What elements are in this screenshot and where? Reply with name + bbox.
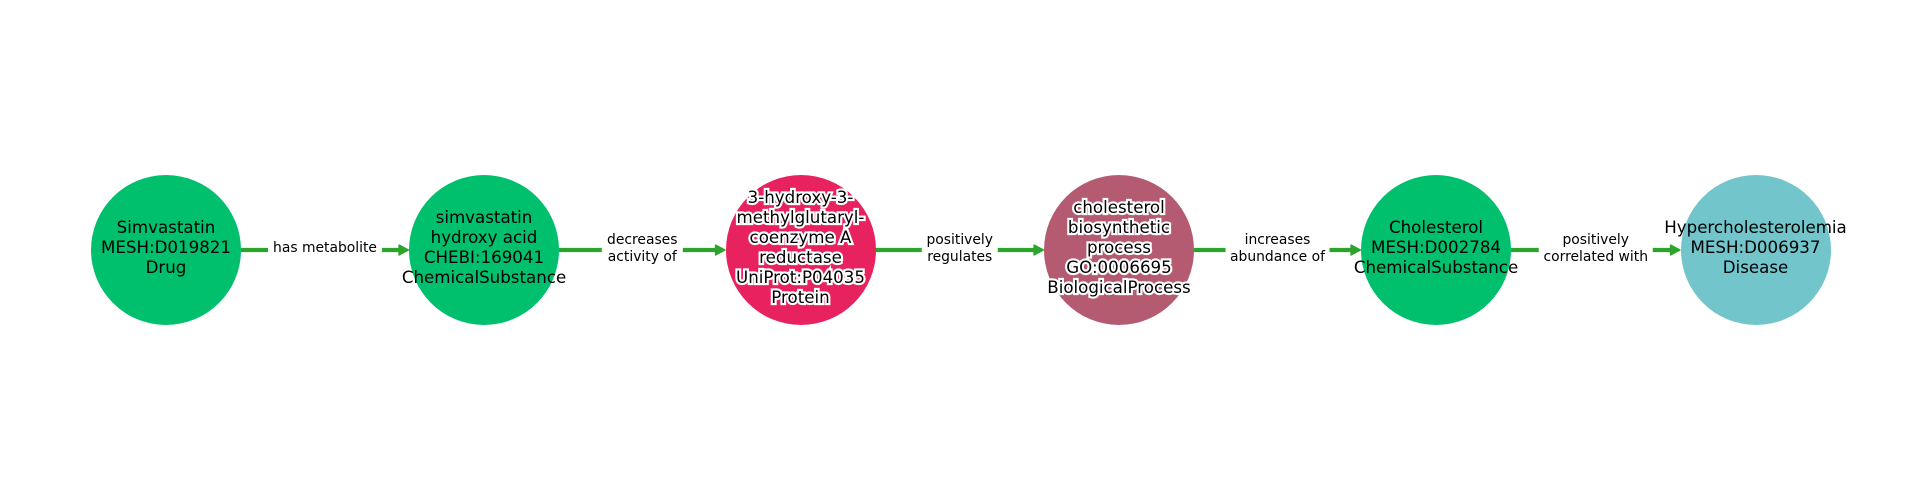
node-label-line: methylglutaryl- (734, 206, 866, 229)
edge-label-has-metabolite: has metabolite (268, 236, 382, 261)
edge-label-line: increases (1244, 231, 1311, 248)
node-label-line: process (1085, 236, 1153, 259)
node-label-line: BiologicalProcess (1047, 278, 1191, 297)
node-label-line: UniProt:P04035 (736, 268, 865, 287)
edge-label-line: positively (1562, 231, 1629, 248)
edge-label-line: regulates (927, 248, 993, 265)
arrowhead-icon (714, 244, 726, 256)
node-label-line: CHEBI:169041 (423, 248, 545, 267)
edge-label-line: activity of (607, 248, 677, 265)
arrowhead-icon (1669, 244, 1681, 256)
node-label-line: cholesterol (1073, 198, 1165, 217)
node-label-line: biosynthetic (1067, 218, 1171, 237)
node-label-line: BiologicalProcess (1045, 276, 1193, 299)
edge-label-line: abundance of (1230, 248, 1325, 265)
node-label-line: biosynthetic (1066, 216, 1172, 239)
node-label-line: Cholesterol (1389, 218, 1484, 237)
node-label-line: Disease (1722, 258, 1789, 277)
node-label-line: coenzyme A (749, 228, 852, 247)
node-label-line: Simvastatin (116, 218, 216, 237)
arrowhead-icon (398, 244, 410, 256)
node-label-line: Drug (145, 258, 187, 277)
node-label-line: Protein (771, 288, 830, 307)
node-label-line: MESH:D019821 (100, 238, 231, 257)
node-label-line: UniProt:P04035 (734, 266, 867, 289)
edge-label-line: has metabolite (273, 240, 377, 257)
arrowhead-icon (1033, 244, 1045, 256)
arrowhead-icon (1350, 244, 1362, 256)
node-label-line: ChemicalSubstance (1353, 258, 1519, 277)
edge-label-line: decreases (607, 231, 678, 248)
node-label-line: hydroxy acid (430, 228, 538, 247)
node-label-line: process (1086, 238, 1151, 257)
node-label-line: MESH:D002784 (1371, 238, 1502, 257)
node-label-line: Hypercholesterolemia (1664, 218, 1847, 237)
node-label-line: reductase (759, 248, 842, 267)
node-label-line: 3-hydroxy-3- (745, 186, 855, 209)
node-label-line: Protein (769, 286, 832, 309)
node-label-line: coenzyme A (747, 226, 853, 249)
node-label-line: cholesterol (1071, 196, 1167, 219)
node-label-line: 3-hydroxy-3- (747, 188, 854, 207)
node-label-line: MESH:D006937 (1690, 238, 1821, 257)
node-label-line: reductase (757, 246, 844, 269)
node-label-line: GO:0006695 (1066, 258, 1172, 277)
node-label-line: ChemicalSubstance (401, 268, 567, 287)
edge-label-line: positively (926, 231, 994, 248)
node-label-line: simvastatin (435, 208, 533, 227)
edge-label-line: correlated with (1543, 248, 1649, 265)
node-label-line: GO:0006695 (1064, 256, 1174, 279)
node-label-line: methylglutaryl- (736, 208, 865, 227)
